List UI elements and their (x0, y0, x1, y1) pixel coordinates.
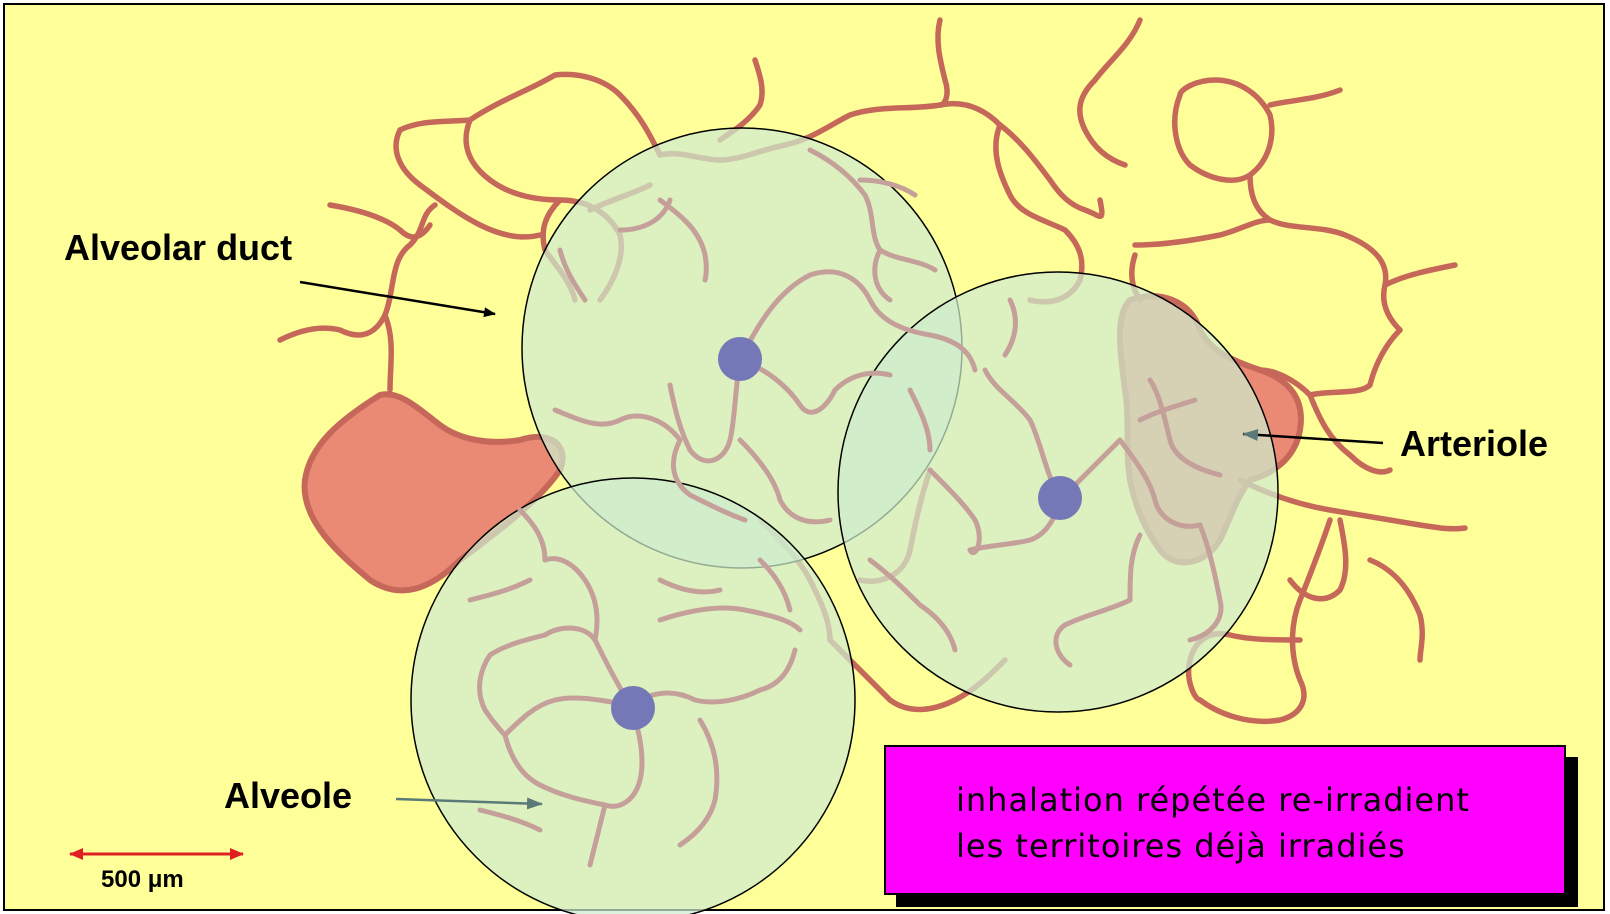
particle-bottom (611, 686, 655, 730)
particle-top (718, 337, 762, 381)
inner-alveolar-walls (467, 147, 1224, 868)
alveolar-duct-arrow (299, 280, 496, 318)
alveole-label: Alveole (224, 775, 353, 816)
alveole-arrow (395, 797, 543, 810)
callout-line-1: inhalation répétée re-irradient (956, 781, 1470, 819)
arteriole-label: Arteriole (1400, 423, 1549, 464)
arteriole-arrow (1242, 428, 1384, 445)
scale-label: 500 μm (101, 866, 184, 893)
particle-right (1038, 476, 1082, 520)
alveolar-duct-label: Alveolar duct (64, 227, 293, 268)
callout-box: inhalation répétée re-irradient les terr… (884, 745, 1566, 895)
callout-line-2: les territoires déjà irradiés (956, 827, 1406, 865)
particles (611, 337, 1082, 730)
